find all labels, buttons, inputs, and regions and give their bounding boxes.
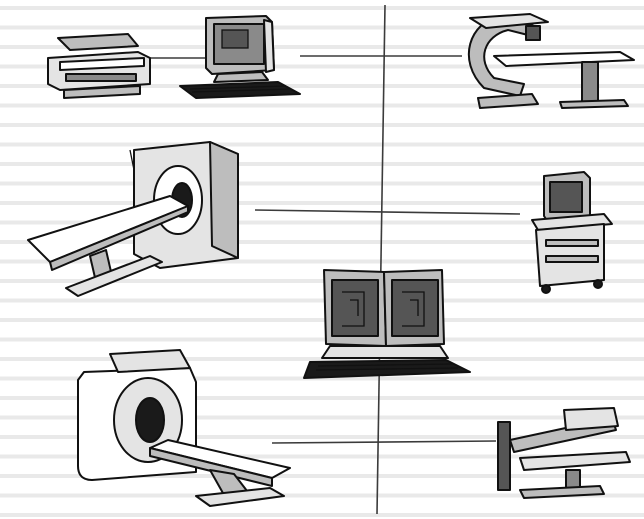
background-band — [0, 279, 644, 283]
background-band — [0, 64, 644, 69]
background-band — [0, 84, 644, 88]
background-band — [0, 493, 644, 498]
x-ray-radiography-icon — [497, 407, 631, 499]
network-backbone-line — [376, 4, 386, 515]
background-band — [0, 201, 644, 205]
background-band — [0, 298, 644, 303]
workstation-monitor-icon — [179, 15, 301, 99]
background-band — [0, 474, 644, 478]
background-band — [0, 25, 644, 30]
background-band — [0, 415, 644, 420]
background-band — [0, 513, 644, 517]
c-arm-angiography-icon — [467, 13, 635, 109]
connection-line-mri — [271, 440, 497, 444]
ultrasound-cart-icon — [531, 171, 613, 294]
background-band — [0, 123, 644, 127]
printer-icon — [47, 33, 151, 99]
background-band — [0, 142, 644, 147]
background-band — [0, 376, 644, 381]
background-band — [0, 162, 644, 166]
background-band — [0, 318, 644, 322]
background-band — [0, 259, 644, 264]
background-band — [0, 45, 644, 49]
background-band — [0, 6, 644, 10]
background-band — [0, 240, 644, 244]
mri-scanner-icon — [77, 349, 291, 507]
ct-scanner-icon — [27, 141, 239, 297]
connection-line-ct — [254, 209, 521, 215]
background-band — [0, 220, 644, 225]
background-band — [0, 337, 644, 342]
background-band — [0, 181, 644, 186]
background-band — [0, 435, 644, 439]
background-band — [0, 454, 644, 459]
background-band — [0, 103, 644, 108]
dual-monitor-workstation-icon — [303, 269, 471, 379]
network-connections — [150, 4, 521, 515]
background-band — [0, 396, 644, 400]
